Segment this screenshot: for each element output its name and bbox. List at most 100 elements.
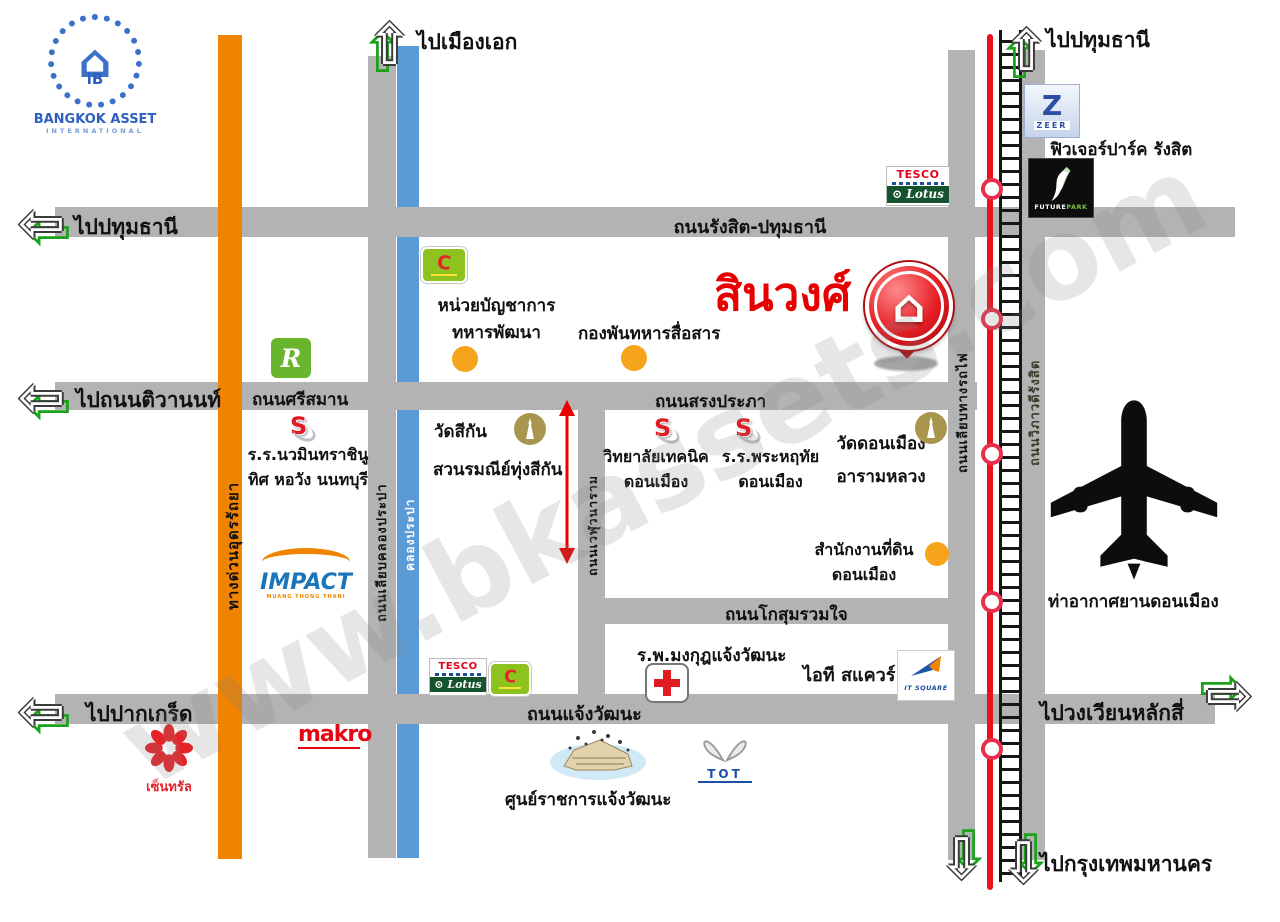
big-c-letter: C <box>435 251 453 275</box>
tesco-lotus-logo-south: TESCO ⊙ Lotus <box>429 658 487 696</box>
satit-s-logo: S <box>286 414 318 445</box>
big-c-bar <box>431 274 457 276</box>
road-srisaman-songprapha <box>55 382 977 410</box>
makro-bar <box>298 747 360 749</box>
arrow-left-pathum-icon: ⇦ <box>18 191 65 256</box>
kong-phan-dot <box>621 345 647 371</box>
arrow-down-bangkok-icon: ⇩ <box>1000 831 1047 896</box>
nuai-banchakan-dot <box>452 346 478 372</box>
lotus-wordmark: ⊙ Lotus <box>887 186 949 203</box>
road-liap-khlong-prapa <box>368 56 396 858</box>
it-square-arrow-icon <box>911 656 941 676</box>
tesco-dashes <box>892 182 944 186</box>
makro-logo: makro <box>298 722 372 749</box>
rail-station-marker <box>981 591 1003 613</box>
song-prapha-label: ถนนสรงประภา <box>655 392 767 412</box>
impact-logo: IMPACT MUANG THONG THANI <box>248 548 364 600</box>
bangkok-asset-logo: ⌂ iB BANGKOK ASSET INTERNATIONAL <box>30 14 160 135</box>
logo-name: BANGKOK ASSET <box>33 112 157 127</box>
house-logo-icon: ⌂ <box>78 34 112 88</box>
arrow-left-tiwanon-icon: ⇦ <box>18 365 65 430</box>
rangsit-pathum-label: ถนนรังสิต-ปทุมธานี <box>673 217 827 238</box>
arrow-left-pak-kret-icon: ⇦ <box>18 679 65 744</box>
future-park-label: ฟิวเจอร์ปาร์ค รังสิต <box>1050 140 1193 160</box>
pin-shadow <box>874 356 938 371</box>
kong-phan-label: กองพันทหารสื่อสาร <box>578 324 721 344</box>
robinson-logo: R <box>271 338 311 378</box>
rail-station-marker <box>981 738 1003 760</box>
gov-complex-illustration <box>548 726 648 788</box>
future-park-logo: FUTUREPARK <box>1028 158 1094 218</box>
road-liap-thang-rotfai <box>948 50 975 860</box>
dir-tiwanon: ไปถนนติวานนท์ <box>76 388 222 412</box>
impact-arc-icon <box>262 548 350 576</box>
lotus-mark-icon: ⊙ <box>892 187 903 202</box>
it-square-wordmark: IT SQUARE <box>904 684 948 692</box>
pin-house-icon: ⌂ <box>892 279 926 333</box>
dir-bangkok: ไปกรุงเทพมหานคร <box>1040 852 1213 876</box>
gov-complex-label: ศูนย์ราชการแจ้งวัฒนะ <box>505 790 672 810</box>
hospital-cross-icon <box>645 663 689 703</box>
dir-pathum-top: ไปปทุมธานี <box>1046 28 1150 52</box>
zeer-z-letter: Z <box>1041 89 1063 122</box>
dir-pak-kret: ไปปากเกร็ด <box>86 702 193 726</box>
wat-sikan-label: วัดสีกัน <box>434 422 487 442</box>
zeer-wordmark: ZEER <box>1033 121 1071 130</box>
wat-don-mueang-label: วัดดอนเมือง อารามหลวง <box>836 434 926 487</box>
land-office-label: สำนักงานที่ดิน ดอนเมือง <box>814 540 914 584</box>
impact-subtitle: MUANG THONG THANI <box>266 594 346 600</box>
expressway-udon-ratthaya <box>218 35 242 859</box>
khlong-prapa-canal <box>397 46 419 858</box>
nuai-banchakan-label: หน่วยบัญชาการ ทหารพัฒนา <box>437 296 556 343</box>
kosum-ruam-chai-label: ถนนโกสุมรวมใจ <box>725 605 848 625</box>
laurel-wreath-icon: ⌂ iB <box>48 14 142 108</box>
airport-label: ท่าอากาศยานดอนเมือง <box>1048 592 1219 612</box>
zeer-logo: Z ZEER <box>1024 84 1080 138</box>
dir-pathum-left: ไปปทุมธานี <box>74 215 178 239</box>
it-square-logo: IT SQUARE <box>897 650 955 701</box>
tot-wordmark: TOT <box>707 767 743 781</box>
makro-wordmark: makro <box>298 722 372 747</box>
tesco-wordmark: TESCO <box>896 168 940 181</box>
phra-haruethai-label: ร.ร.พระหฤทัย ดอนเมือง <box>721 447 820 491</box>
arrow-up-muang-ek-icon: ⇧ <box>366 13 413 78</box>
pin-ring <box>874 271 944 341</box>
dir-muang-ek: ไปเมืองเอก <box>417 30 518 54</box>
rail-station-marker <box>981 178 1003 200</box>
navamin-school-label: ร.ร.นวมินทราชินู ทิศ หอวัง นนทบุรี <box>247 445 369 489</box>
tot-bar <box>698 781 752 783</box>
mongkut-hospital-label: ร.พ.มงกุฎแจ้งวัฒนะ <box>637 646 787 666</box>
central-label: เซ็นทรัล <box>146 780 192 795</box>
tot-butterfly-icon <box>703 740 747 763</box>
it-square-label: ไอที สแควร์ <box>803 665 896 686</box>
central-starburst-icon <box>145 724 193 772</box>
rail-station-marker <box>981 443 1003 465</box>
access-double-arrow-icon <box>556 400 578 568</box>
dir-wong-wian-lak-si: ไปวงเวียนหลักสี่ <box>1040 701 1184 725</box>
technic-s-logo: S <box>650 416 682 447</box>
tesco-lotus-logo: TESCO ⊙ Lotus <box>886 166 950 206</box>
srisaman-label: ถนนศรีสมาน <box>252 390 349 410</box>
logo-monogram: iB <box>86 70 104 88</box>
chaeng-watthana-label: ถนนแจ้งวัฒนะ <box>527 704 642 725</box>
technic-college-label: วิทยาลัยเทคนิค ดอนเมือง <box>603 447 709 491</box>
road-weluwanaram <box>578 396 605 724</box>
future-park-wordmark: FUTUREPARK <box>1034 203 1088 211</box>
haruethai-s-logo: S <box>731 416 763 447</box>
suan-rommani-label: สวนรมณีย์ทุ่งสีกัน <box>433 460 563 480</box>
arrow-right-lak-si-icon: ⇨ <box>1206 663 1253 728</box>
khlong-prapa-label: คลองประปา <box>403 498 417 572</box>
arrow-down-bangkok-icon: ⇩ <box>938 827 985 892</box>
big-c-logo: C <box>421 247 467 283</box>
logo-subtitle: INTERNATIONAL <box>46 127 144 135</box>
lotus-wordmark: ⊙ Lotus <box>430 677 486 693</box>
central-logo: เซ็นทรัล <box>140 724 198 797</box>
rail-station-marker <box>981 308 1003 330</box>
robinson-r-letter: R <box>280 343 302 373</box>
property-title: สินวงศ์ <box>714 267 852 321</box>
arrow-up-pathum-icon: ⇧ <box>1003 19 1050 84</box>
wat-sikan-temple-icon <box>514 413 546 445</box>
land-office-dot <box>925 542 949 566</box>
impact-wordmark: IMPACT <box>260 570 352 595</box>
